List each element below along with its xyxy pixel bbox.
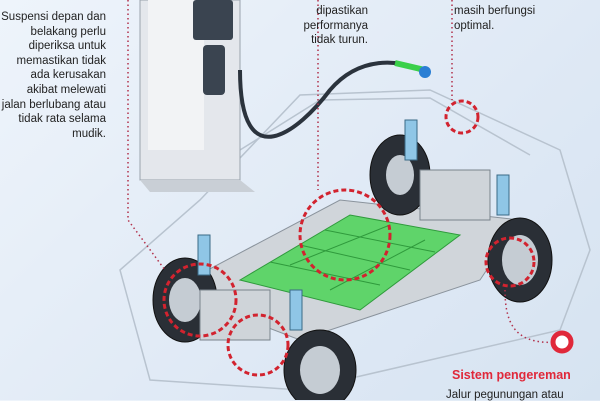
brake-text: Jalur pegunungan atau <box>446 389 564 401</box>
front-motor <box>199 289 271 341</box>
charging-cable <box>238 60 421 139</box>
brake-title: Sistem pengereman <box>452 368 571 382</box>
highlight-circles <box>162 99 536 377</box>
battery-text: dipastikan performanya tidak turun. <box>303 5 368 47</box>
charging-text: masih berfungsi optimal. <box>454 5 536 32</box>
rear-motor <box>419 169 491 221</box>
suspension-text: Suspensi depan dan belakang perlu diperi… <box>1 11 106 140</box>
charging-station <box>139 0 255 192</box>
brake-marker-icon <box>550 330 574 354</box>
battery-pack <box>238 214 462 311</box>
charge-port-icon <box>419 66 431 78</box>
car-outline <box>119 89 591 391</box>
